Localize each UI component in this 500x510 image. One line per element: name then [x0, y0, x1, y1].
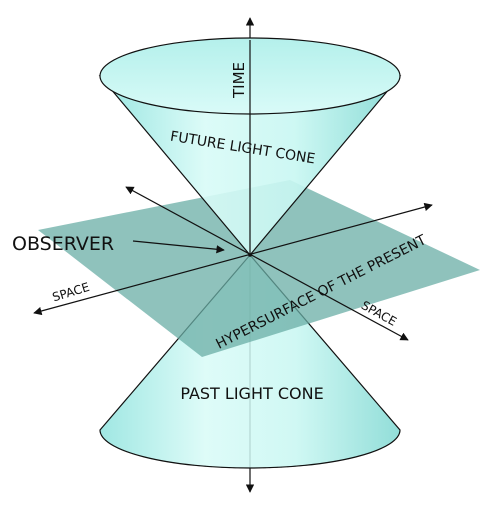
past-light-cone	[99, 254, 401, 469]
space-label-left: SPACE	[51, 280, 91, 305]
past-cone-label: PAST LIGHT CONE	[180, 384, 323, 403]
time-label: TIME	[230, 62, 248, 99]
observer-label: OBSERVER	[12, 233, 114, 255]
observer-point	[248, 253, 252, 257]
observer-pointer	[132, 240, 225, 254]
space-axis-2	[125, 186, 409, 341]
